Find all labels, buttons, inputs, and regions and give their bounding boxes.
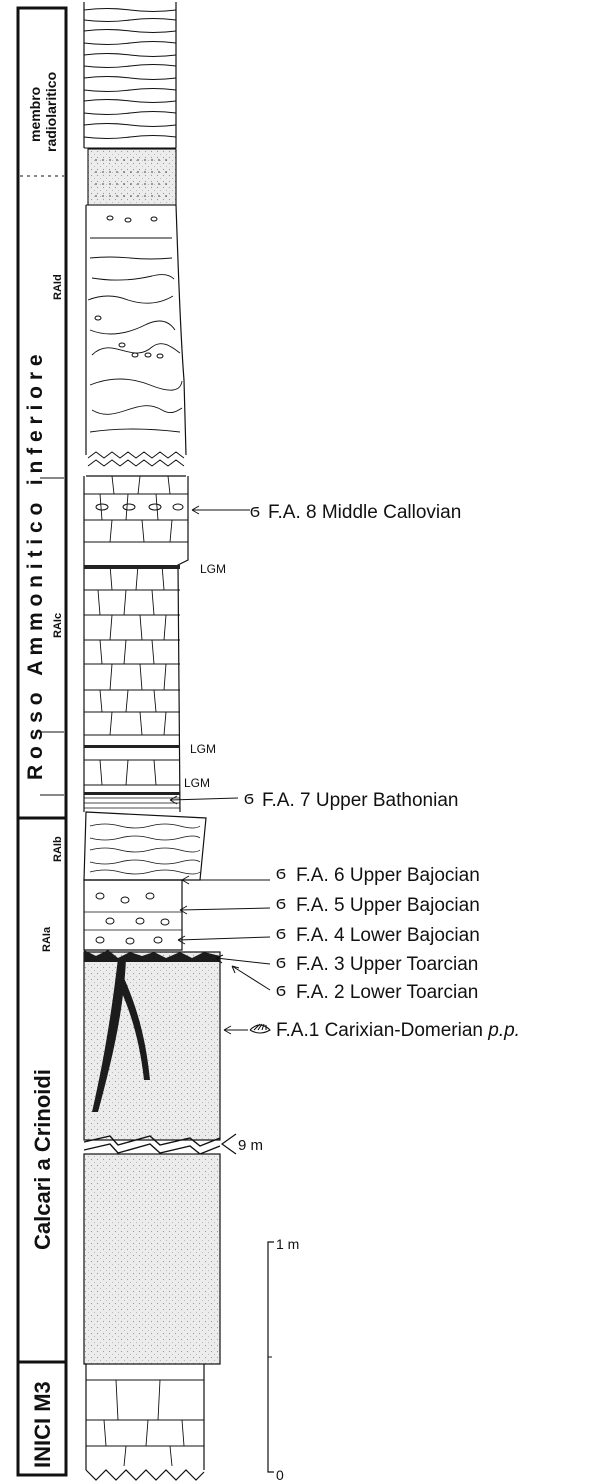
fa1-label: F.A.1 Carixian-Domerian p.p. xyxy=(276,1020,520,1041)
unit-calcari-a-crinoidi: Calcari a Crinoidi xyxy=(30,1069,55,1250)
fa7-label: F.A. 7 Upper Bathonian xyxy=(262,790,458,811)
lgm-band-middle xyxy=(84,745,180,748)
lgm-label-upper: LGM xyxy=(200,562,226,576)
lgm-band-upper xyxy=(84,565,180,569)
scale-top-label: 1 m xyxy=(276,1236,299,1252)
fa1-arrow xyxy=(224,1026,248,1034)
scale-bar: 1 m 0 xyxy=(268,1236,299,1483)
lgm-band-lower xyxy=(84,792,180,795)
ammonite-icon-fa7: ϭ xyxy=(244,788,254,808)
fa4-label: F.A. 4 Lower Bajocian xyxy=(296,925,480,946)
ammonite-icon-fa4: ϭ xyxy=(276,923,286,943)
fa4-arrow xyxy=(178,936,270,944)
fa6-arrow xyxy=(182,876,270,884)
fa2-label: F.A. 2 Lower Toarcian xyxy=(296,982,478,1003)
ammonite-icon-fa5: ϭ xyxy=(276,893,286,913)
ammonite-icon-fa2: ϭ xyxy=(276,980,286,1000)
subunit-raic: RAIc xyxy=(52,613,64,638)
unit-membro-radiolaritico-line1: membro xyxy=(27,87,43,142)
lgm-label-lower: LGM xyxy=(184,776,210,790)
calcari-crinoidi-interval xyxy=(84,950,220,1364)
raia-nodular-interval xyxy=(84,880,182,950)
ammonite-icon-fa6: ϭ xyxy=(276,863,286,883)
subunit-raia: RAIa xyxy=(41,926,53,952)
nodular-limestone-interval xyxy=(84,476,188,812)
fossil-annotations: ϭ F.A. 8 Middle Callovian ϭ F.A. 7 Upper… xyxy=(170,501,520,1041)
fa8-arrow xyxy=(192,506,250,514)
subunit-raid: RAId xyxy=(52,274,64,300)
formation-column: membro radiolaritico R o s s o A m m o n… xyxy=(18,8,66,1475)
fa5-arrow xyxy=(180,906,270,914)
unit-rosso-ammonitico-inferiore: R o s s o A m m o n i t i c o i n f e r … xyxy=(24,354,47,780)
gap-label: 9 m xyxy=(238,1137,263,1154)
raib-laminated-interval xyxy=(84,812,206,880)
unit-membro-radiolaritico-line2: radiolaritico xyxy=(43,72,59,152)
scale-bottom-label: 0 xyxy=(276,1467,284,1483)
inici-limestone-interval xyxy=(86,1364,204,1480)
lithologic-log xyxy=(84,2,220,1480)
gap-bracket xyxy=(222,1134,236,1154)
fa3-label: F.A. 3 Upper Toarcian xyxy=(296,954,478,975)
fa2-arrow xyxy=(232,966,270,990)
lgm-label-middle: LGM xyxy=(190,742,216,756)
fa3-arrow xyxy=(216,955,270,964)
radiolarite-interval xyxy=(84,2,176,148)
silty-dotted-interval xyxy=(88,149,176,205)
subunit-raib: RAIb xyxy=(52,836,64,862)
fa5-label: F.A. 5 Upper Bajocian xyxy=(296,895,480,916)
ammonite-icon-fa3: ϭ xyxy=(276,952,286,972)
bivalve-icon xyxy=(250,1024,270,1033)
unit-inici-m3: INICI M3 xyxy=(30,1381,55,1468)
ammonite-icon-fa8: ϭ xyxy=(250,501,260,521)
fa6-label: F.A. 6 Upper Bajocian xyxy=(296,865,480,886)
fa8-label: F.A. 8 Middle Callovian xyxy=(268,502,461,523)
slump-interval xyxy=(86,205,186,476)
